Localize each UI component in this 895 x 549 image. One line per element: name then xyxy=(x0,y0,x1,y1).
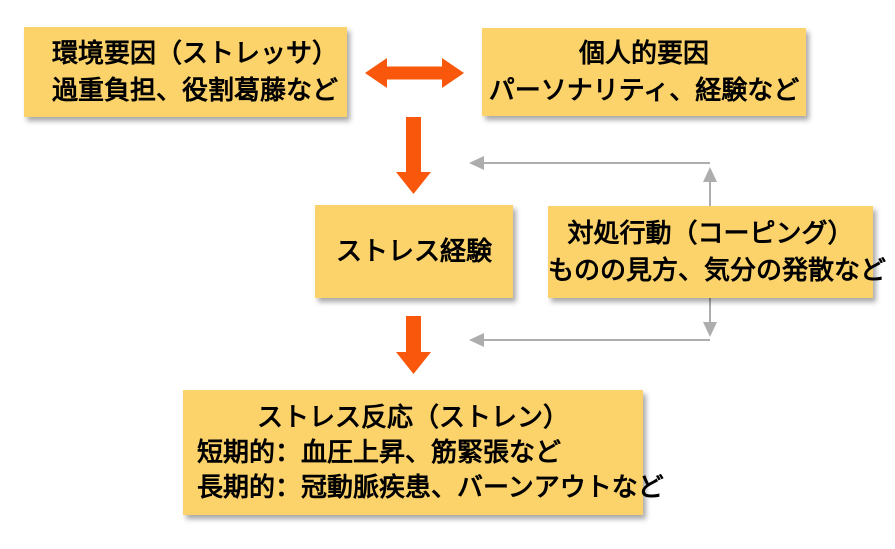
personal-factors-title: 個人的要因 xyxy=(578,38,709,68)
personal-factors-box: 個人的要因 パーソナリティ、経験など xyxy=(482,28,806,116)
coping-box: 対処行動（コーピング） ものの見方、気分の発散など xyxy=(548,206,887,298)
stress-experience-title: ストレス経験 xyxy=(335,236,492,266)
coping-title: 対処行動（コーピング） xyxy=(567,218,854,248)
stress-response-long-term: 長期的：冠動脈疾患、バーンアウトなど xyxy=(197,472,664,502)
coping-feedback-upper-arrow xyxy=(469,156,717,206)
stress-experience-box: ストレス経験 xyxy=(315,205,513,298)
bidirectional-arrow-icon xyxy=(365,58,464,88)
stress-response-title: ストレス反応（ストレン） xyxy=(256,402,569,432)
stress-response-short-term: 短期的：血圧上昇、筋緊張など xyxy=(197,437,562,467)
down-arrow-icon xyxy=(396,316,431,374)
environment-factors-examples: 過重負担、役割葛藤など xyxy=(52,75,339,105)
environment-factors-box: 環境要因（ストレッサ） 過重負担、役割葛藤など xyxy=(24,27,347,117)
down-arrow-icon xyxy=(396,117,431,194)
stress-response-box: ストレス反応（ストレン） 短期的：血圧上昇、筋緊張など 長期的：冠動脈疾患、バー… xyxy=(183,390,664,515)
personal-factors-examples: パーソナリティ、経験など xyxy=(488,75,800,105)
coping-feedback-lower-arrow xyxy=(469,298,717,347)
coping-examples: ものの見方、気分の発散など xyxy=(548,255,887,285)
environment-factors-title: 環境要因（ストレッサ） xyxy=(52,38,339,68)
